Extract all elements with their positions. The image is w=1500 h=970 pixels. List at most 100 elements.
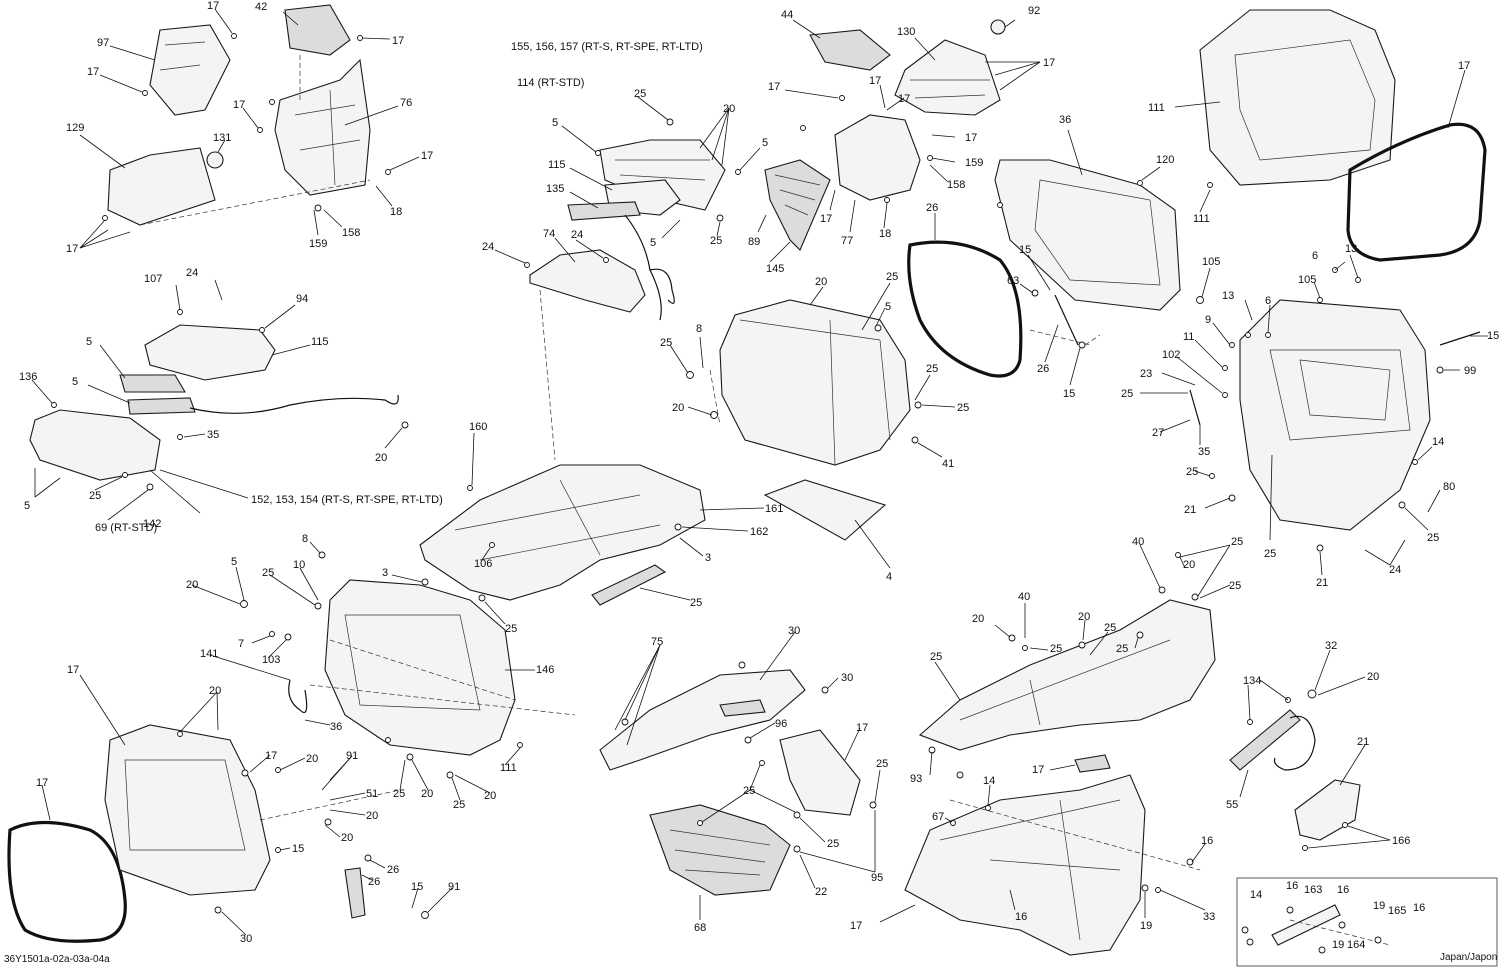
callout-c168: 33 bbox=[1203, 911, 1215, 923]
callout-c123: 51 bbox=[366, 788, 378, 800]
callout-c155: 25 bbox=[1116, 643, 1128, 655]
callout-c111: 25 bbox=[262, 567, 274, 579]
callout-c94: 25 bbox=[660, 337, 672, 349]
part-135 bbox=[567, 201, 641, 221]
callout-c135: 15 bbox=[411, 881, 423, 893]
callout-c164: 17 bbox=[850, 920, 862, 932]
callout-c179: 19 bbox=[1373, 900, 1385, 912]
callout-c174: 166 bbox=[1392, 835, 1410, 847]
callout-c173: 21 bbox=[1357, 736, 1369, 748]
callout-c143: 25 bbox=[743, 785, 755, 797]
callout-c103: 3 bbox=[705, 552, 711, 564]
callout-c144: 25 bbox=[876, 758, 888, 770]
callout-c117: 17 bbox=[67, 664, 79, 676]
part-74 bbox=[529, 249, 646, 313]
part-130 bbox=[894, 39, 1001, 116]
callout-c162: 14 bbox=[983, 775, 995, 787]
callout-c176: 16 bbox=[1286, 880, 1298, 892]
callout-c26: 74 bbox=[543, 228, 555, 240]
part-111-seal-top bbox=[1346, 122, 1487, 262]
part-44 bbox=[809, 29, 891, 71]
callout-c166: 16 bbox=[1201, 835, 1213, 847]
callout-c48: 26 bbox=[926, 202, 938, 214]
callout-c153: 20 bbox=[1078, 611, 1090, 623]
callout-c22: 135 bbox=[546, 183, 564, 195]
part-55 bbox=[1294, 779, 1361, 841]
callout-c141: 96 bbox=[775, 718, 787, 730]
callout-c89: 142 bbox=[143, 518, 161, 530]
callout-c76: 107 bbox=[144, 273, 162, 285]
part-152 bbox=[29, 409, 161, 481]
callout-c15: 155, 156, 157 (RT-S, RT-SPE, RT-LTD) bbox=[511, 41, 703, 53]
callout-c177: 163 bbox=[1304, 884, 1322, 896]
callout-c59: 9 bbox=[1205, 314, 1211, 326]
callout-c97: 25 bbox=[957, 402, 969, 414]
callout-c163: 67 bbox=[932, 811, 944, 823]
callout-c159: 25 bbox=[1229, 580, 1241, 592]
callout-c50: 63 bbox=[1007, 275, 1019, 287]
callout-c27: 24 bbox=[571, 229, 583, 241]
part-illustrations bbox=[7, 4, 1487, 956]
callout-c93: 8 bbox=[696, 323, 702, 335]
part-80 bbox=[1239, 299, 1431, 531]
callout-c112: 10 bbox=[293, 559, 305, 571]
callout-c41: 89 bbox=[748, 236, 760, 248]
callout-c65: 99 bbox=[1464, 365, 1476, 377]
callout-c118: 20 bbox=[209, 685, 221, 697]
callout-c4: 97 bbox=[97, 37, 109, 49]
callout-c12: 159 bbox=[309, 238, 327, 250]
callout-c10: 17 bbox=[233, 99, 245, 111]
callout-c19: 5 bbox=[552, 117, 558, 129]
part-129 bbox=[107, 147, 216, 226]
callout-c99: 4 bbox=[886, 571, 892, 583]
callout-c69: 25 bbox=[1186, 466, 1198, 478]
callout-c145: 25 bbox=[827, 838, 839, 850]
callout-c1: 17 bbox=[207, 0, 219, 12]
callout-c100: 160 bbox=[469, 421, 487, 433]
callout-c180: 165 bbox=[1388, 905, 1406, 917]
callout-c58: 6 bbox=[1265, 295, 1271, 307]
callout-c16: 114 (RT-STD) bbox=[517, 77, 584, 89]
callout-c108: 8 bbox=[302, 533, 308, 545]
part-41 bbox=[763, 479, 887, 541]
part-134 bbox=[1229, 709, 1301, 771]
callout-c72: 25 bbox=[1264, 548, 1276, 560]
part-75 bbox=[599, 669, 806, 771]
callout-c134: 26 bbox=[368, 876, 380, 888]
part-131 bbox=[206, 151, 224, 169]
callout-c35: 159 bbox=[965, 157, 983, 169]
part-120 bbox=[1199, 9, 1396, 186]
callout-c39: 18 bbox=[879, 228, 891, 240]
callout-c51: 26 bbox=[1037, 363, 1049, 375]
part-68 bbox=[918, 599, 1216, 751]
callout-c68: 14 bbox=[1432, 436, 1444, 448]
callout-c169: 32 bbox=[1325, 640, 1337, 652]
callout-c148: 68 bbox=[694, 922, 706, 934]
part-77 bbox=[834, 114, 921, 201]
callout-c128: 25 bbox=[453, 799, 465, 811]
part-155-upper-cover bbox=[599, 139, 726, 211]
region-note: Japan/Japon bbox=[1440, 952, 1497, 963]
inset-box-japan bbox=[1236, 877, 1498, 967]
callout-c181: 16 bbox=[1413, 902, 1425, 914]
callout-c20: 5 bbox=[762, 137, 768, 149]
callout-c95: 25 bbox=[926, 363, 938, 375]
part-136 bbox=[127, 397, 196, 415]
part-89 bbox=[764, 159, 831, 251]
callout-c170: 20 bbox=[1367, 671, 1379, 683]
callout-c56: 105 bbox=[1298, 274, 1316, 286]
callout-c45: 111 bbox=[1148, 102, 1165, 114]
callout-c83: 35 bbox=[207, 429, 219, 441]
part-141 bbox=[324, 579, 516, 756]
callout-c63: 23 bbox=[1140, 368, 1152, 380]
callout-c142: 17 bbox=[856, 722, 868, 734]
callout-c60: 15 bbox=[1487, 330, 1499, 342]
callout-c127: 20 bbox=[421, 788, 433, 800]
part-106 bbox=[591, 564, 667, 606]
part-75-plate bbox=[719, 699, 766, 717]
callout-c73: 25 bbox=[1427, 532, 1439, 544]
callout-c88: 152, 153, 154 (RT-S, RT-SPE, RT-LTD) bbox=[251, 494, 443, 506]
part-115-left bbox=[119, 374, 186, 393]
callout-c126: 25 bbox=[393, 788, 405, 800]
